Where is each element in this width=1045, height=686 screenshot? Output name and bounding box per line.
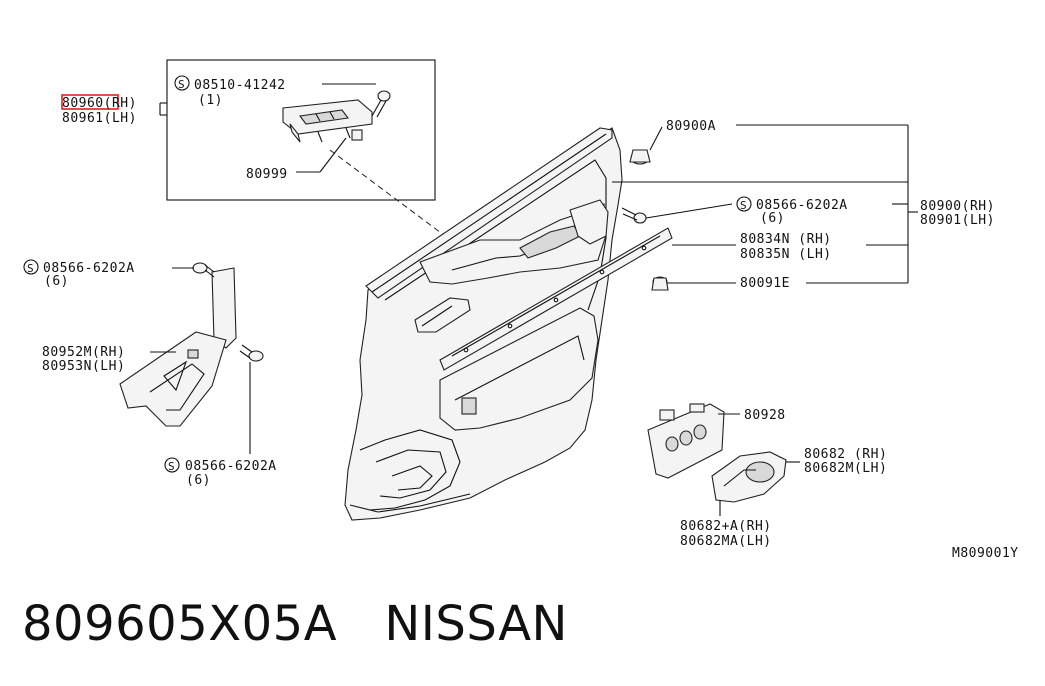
standard-part-symbol-3 — [23, 259, 39, 275]
parts-diagram: 80960(RH) 80961(LH) S 08510-41242 (1) 80… — [23, 59, 1019, 561]
label-screw-top-qty: (1) — [198, 93, 223, 108]
standard-part-symbol-1 — [174, 75, 190, 91]
label-screw-mid: 08566-6202A — [756, 198, 848, 213]
caption-part-number: 809605X05A — [22, 596, 338, 652]
bracket-drawing — [119, 262, 264, 454]
label-clip-80900a: 80900A — [666, 119, 716, 134]
label-bracket-lh: 80953N(LH) — [42, 359, 125, 374]
standard-part-letter-3: S — [27, 262, 34, 275]
window-switch-drawing — [282, 90, 391, 143]
standard-part-symbol-2 — [736, 196, 752, 212]
label-screw-bottom: 08566-6202A — [185, 459, 277, 474]
label-screw-bottom-qty: (6) — [186, 473, 211, 488]
diagram-code: M809001Y — [952, 546, 1019, 561]
label-screw-mid-qty: (6) — [760, 211, 785, 226]
part-highlight-box — [61, 94, 119, 110]
caption-brand: NISSAN — [384, 596, 568, 652]
label-screw-left: 08566-6202A — [43, 261, 135, 276]
label-seal-rh: 80834N (RH) — [740, 232, 832, 247]
standard-part-letter-2: S — [740, 199, 747, 212]
standard-part-letter-4: S — [168, 460, 175, 473]
label-handle-lh: 80682M(LH) — [804, 461, 887, 476]
finisher-leaders — [612, 124, 918, 284]
screw-mid-drawing — [621, 203, 733, 224]
label-escutcheon-rh: 80682+A(RH) — [680, 519, 772, 534]
inside-handle-drawing — [711, 451, 800, 516]
door-trim-panel — [344, 127, 673, 521]
label-finisher-rh: 80900(RH) — [920, 199, 995, 214]
part-caption: 809605X05A NISSAN — [22, 596, 568, 652]
label-bracket-rh: 80952M(RH) — [42, 345, 125, 360]
clip-80900a-drawing — [629, 126, 663, 165]
label-switch-80928: 80928 — [744, 408, 786, 423]
label-switch-rh: 80960(RH) — [62, 96, 137, 111]
label-screw-left-qty: (6) — [44, 274, 69, 289]
label-screw-top: 08510-41242 — [194, 78, 286, 93]
clip-80091e-drawing — [651, 276, 736, 291]
label-handle-rh: 80682 (RH) — [804, 447, 887, 462]
switch-80928-drawing — [647, 403, 740, 479]
label-clip-80091e: 80091E — [740, 276, 790, 291]
label-seal-lh: 80835N (LH) — [740, 247, 832, 262]
standard-part-letter-1: S — [178, 78, 185, 91]
label-clip-80999: 80999 — [246, 167, 288, 182]
label-finisher-lh: 80901(LH) — [920, 213, 995, 228]
label-escutcheon-lh: 80682MA(LH) — [680, 534, 772, 549]
label-switch-lh: 80961(LH) — [62, 111, 137, 126]
standard-part-symbol-4 — [164, 457, 180, 473]
switch-inset — [159, 59, 436, 201]
